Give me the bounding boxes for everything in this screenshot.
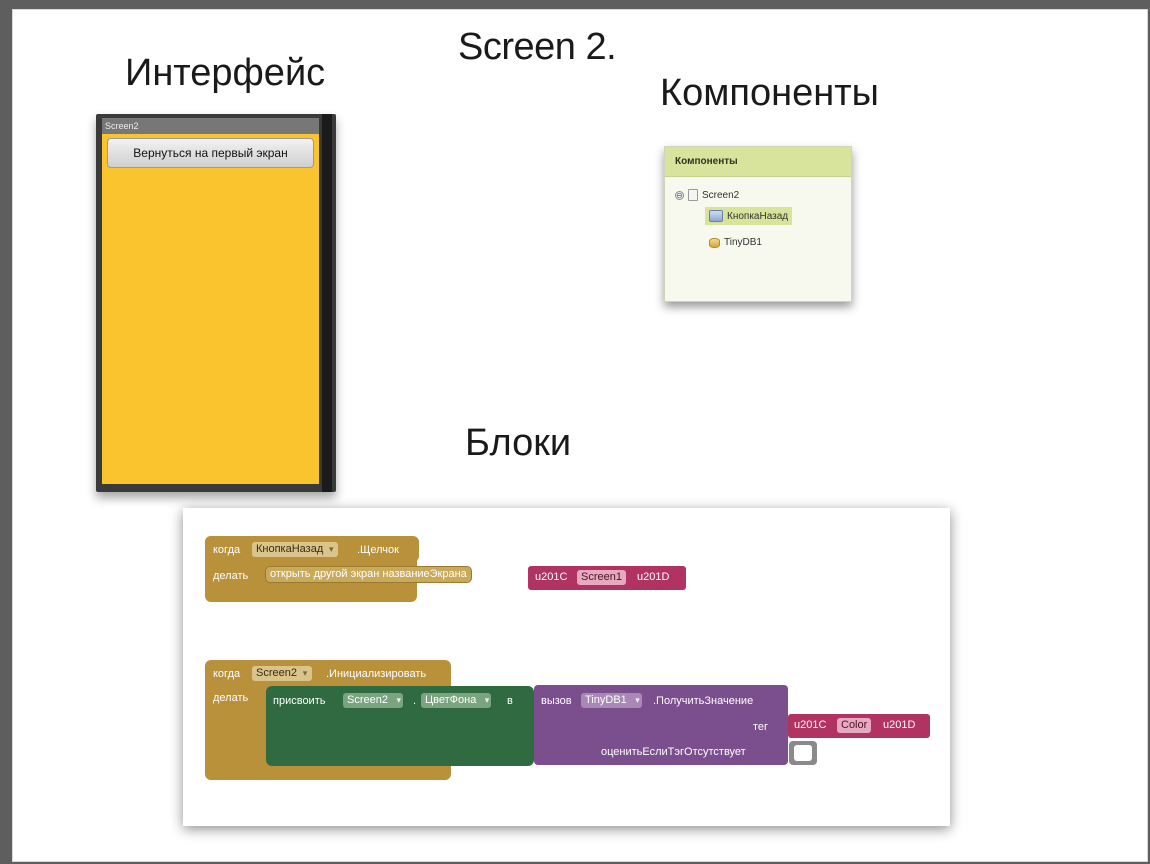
button-icon: [709, 210, 723, 222]
tree-item-label: КнопкаНазад: [727, 210, 789, 222]
do-label: делать: [213, 570, 249, 582]
close-quote: u201D: [637, 571, 670, 583]
collapse-toggle-icon[interactable]: ⊖: [675, 190, 684, 200]
to-label: в: [507, 695, 513, 707]
tree-item-label: TinyDB1: [724, 237, 762, 248]
call-label: вызов: [541, 695, 572, 707]
blocks-heading: Блоки: [465, 422, 572, 464]
when-label: когда: [213, 668, 241, 680]
database-icon: [709, 237, 720, 248]
back-to-first-screen-button[interactable]: Вернуться на первый экран: [107, 138, 314, 168]
dot-label: .: [413, 695, 417, 707]
blocks-panel: когда КнопкаНазад .Щелчок делать открыть…: [183, 508, 950, 826]
tree-item-screen2[interactable]: ⊖ Screen2: [675, 189, 739, 201]
tree-item-back-button[interactable]: КнопкаНазад: [705, 207, 793, 225]
close-quote: u201D: [883, 719, 916, 731]
method-label: .ПолучитьЗначение: [653, 695, 754, 707]
phone-screen-title: Screen2: [102, 118, 319, 134]
open-quote: u201C: [794, 719, 827, 731]
phone-screen: Вернуться на первый экран: [102, 134, 319, 484]
phone-status-bar: [322, 114, 332, 492]
component-dropdown[interactable]: КнопкаНазад: [252, 542, 339, 557]
event-name-label: .Щелчок: [357, 544, 399, 556]
tinydb-get-value-block[interactable]: [534, 685, 788, 765]
text-value[interactable]: Screen1: [577, 570, 626, 585]
target-component-dropdown[interactable]: Screen2: [343, 693, 403, 708]
tinydb-component-dropdown[interactable]: TinyDB1: [581, 693, 642, 708]
components-panel: Компоненты ⊖ Screen2 КнопкаНазад TinyDB1: [664, 146, 852, 302]
open-another-screen-block[interactable]: открыть другой экран названиеЭкрана: [265, 566, 472, 583]
components-panel-header: Компоненты: [665, 147, 851, 177]
open-quote: u201C: [535, 571, 568, 583]
do-label: делать: [213, 692, 249, 704]
tag-text-value[interactable]: Color: [837, 718, 872, 733]
component-dropdown[interactable]: Screen2: [252, 666, 312, 681]
screen-icon: [688, 189, 698, 201]
interface-heading: Интерфейс: [125, 52, 326, 94]
tree-item-label: Screen2: [702, 189, 740, 201]
property-dropdown[interactable]: ЦветФона: [421, 693, 492, 708]
value-if-tag-not-there-label: оценитьЕслиТэгОтсутствует: [601, 746, 746, 758]
phone-preview: Screen2 Вернуться на первый экран: [96, 114, 336, 492]
tag-label: тег: [753, 721, 769, 733]
tree-item-tinydb1[interactable]: TinyDB1: [709, 237, 762, 248]
set-label: присвоить: [273, 695, 326, 707]
components-heading: Компоненты: [660, 72, 879, 114]
slide-title: Screen 2.: [458, 26, 617, 68]
empty-default-value[interactable]: [794, 745, 812, 761]
event-name-label: .Инициализировать: [326, 668, 427, 680]
when-label: когда: [213, 544, 241, 556]
